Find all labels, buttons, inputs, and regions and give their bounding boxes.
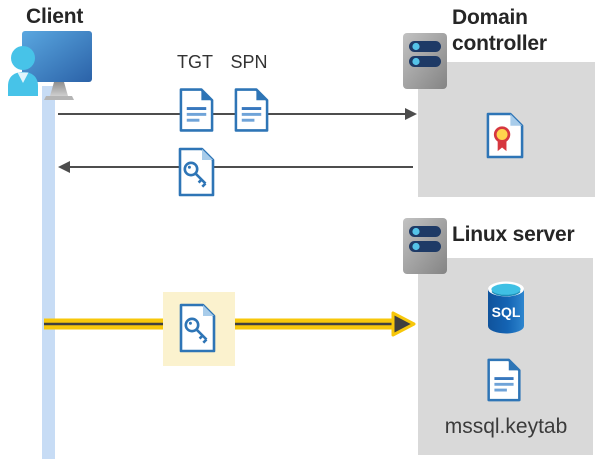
- spn-label: SPN: [230, 52, 268, 72]
- keytab-key-ticket-icon: [179, 303, 216, 353]
- tgt-document-icon: [179, 88, 214, 132]
- response-arrow-icon: [58, 161, 70, 173]
- key-ticket-icon: [178, 147, 215, 197]
- sql-badge-text: SQL: [492, 304, 521, 320]
- response-arrow-line: [66, 166, 413, 168]
- spn-document-icon: [234, 88, 269, 132]
- linux-server-title: Linux server: [452, 223, 575, 246]
- client-workstation-icon: [8, 31, 92, 100]
- tgt-label: TGT: [177, 52, 213, 72]
- keytab-filename-label: mssql.keytab: [444, 415, 568, 438]
- domain-controller-title: Domain controller: [452, 6, 547, 55]
- certificate-icon: [486, 112, 524, 159]
- linux-server-icon: [403, 218, 447, 274]
- client-title: Client: [26, 5, 84, 28]
- keytab-document-icon: [487, 358, 521, 402]
- request-arrow-icon: [405, 108, 417, 120]
- request-arrow-line: [58, 113, 406, 115]
- client-timeline-bar: [42, 86, 55, 459]
- sql-database-icon: SQL: [488, 281, 524, 334]
- domain-controller-server-icon: [403, 33, 447, 89]
